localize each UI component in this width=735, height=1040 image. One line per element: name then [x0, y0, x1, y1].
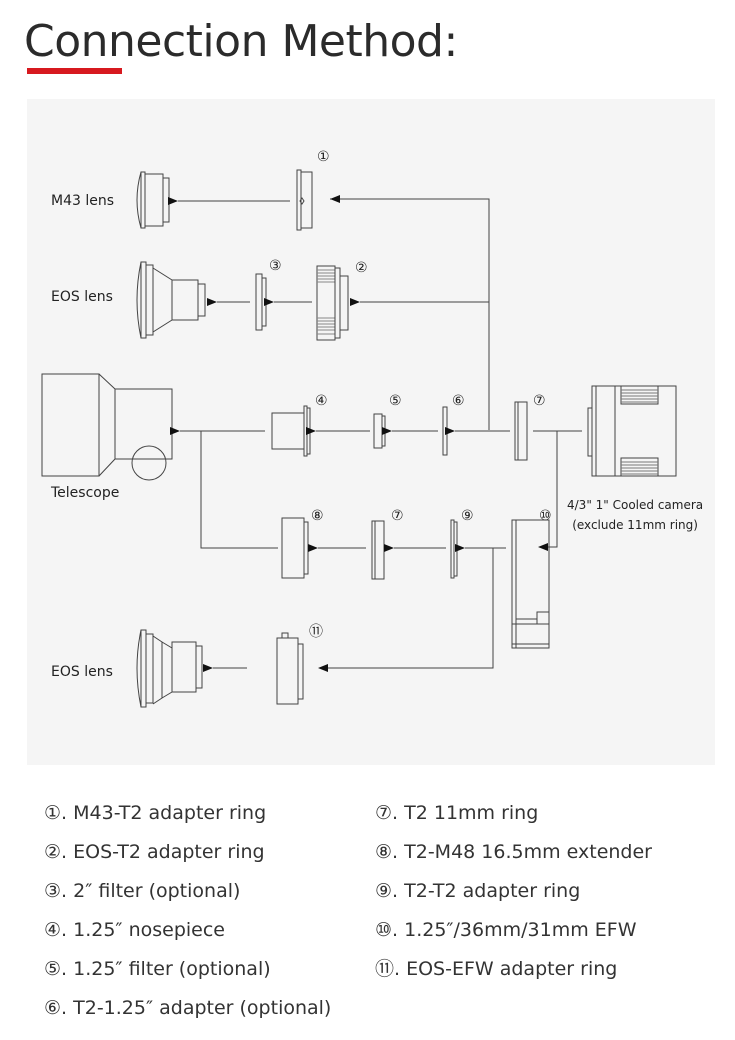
- title-underline: [27, 68, 122, 74]
- marker-5: ⑤: [389, 393, 402, 409]
- legend-text: . EOS-EFW adapter ring: [394, 958, 618, 980]
- label-eos-lens-bottom: EOS lens: [51, 664, 113, 680]
- legend-item: ⑥. T2-1.25″ adapter (optional): [44, 995, 331, 1034]
- marker-11: ⑪: [309, 624, 323, 640]
- legend-text: . T2-M48 16.5mm extender: [392, 841, 652, 863]
- m43-t2-adapter-drawing: [296, 169, 313, 231]
- cooled-camera-drawing: [587, 385, 677, 477]
- label-eos-lens-top: EOS lens: [51, 289, 113, 305]
- legend-marker: ⑧: [375, 841, 393, 863]
- filter-2in-drawing: [255, 273, 267, 331]
- legend-item: ⑦. T2 11mm ring: [375, 800, 652, 839]
- legend-item: ①. M43-T2 adapter ring: [44, 800, 331, 839]
- legend-item: ③. 2″ filter (optional): [44, 878, 331, 917]
- line-telescope-branch: [200, 431, 278, 549]
- label-camera-line2: (exclude 11mm ring): [572, 518, 698, 532]
- t2-125-adapter-drawing: [442, 406, 448, 456]
- eos-efw-adapter-drawing: [276, 632, 304, 705]
- line-efw-to-m11: [328, 548, 494, 669]
- m43-lens-drawing: [136, 171, 170, 229]
- label-camera: 4/3" 1" Cooled camera (exclude 11mm ring…: [567, 495, 703, 535]
- legend-text: . 1.25″ nosepiece: [61, 919, 225, 941]
- t2-11mm-ring-drawing-top: [514, 401, 528, 461]
- eos-lens-top-drawing: [136, 261, 206, 339]
- marker-2: ②: [355, 260, 368, 276]
- t2-t2-adapter-drawing: [450, 519, 458, 579]
- legend-marker: ⑪: [375, 958, 395, 980]
- legend-text: . EOS-T2 adapter ring: [61, 841, 265, 863]
- legend-marker: ⑥: [44, 997, 62, 1019]
- marker-7-top: ⑦: [533, 393, 546, 409]
- legend-marker: ⑨: [375, 880, 393, 902]
- label-m43-lens: M43 lens: [51, 193, 115, 209]
- legend-marker: ④: [44, 919, 62, 941]
- legend-marker: ⑩: [375, 919, 393, 941]
- legend-right: ⑦. T2 11mm ring ⑧. T2-M48 16.5mm extende…: [375, 800, 652, 995]
- legend-text: . M43-T2 adapter ring: [61, 802, 267, 824]
- page-title: Connection Method:: [24, 16, 458, 67]
- marker-4: ④: [315, 393, 328, 409]
- legend-text: . 1.25″ filter (optional): [61, 958, 271, 980]
- legend-item: ⑤. 1.25″ filter (optional): [44, 956, 331, 995]
- t2-11mm-ring-drawing-bottom: [371, 520, 385, 580]
- legend-item: ⑩. 1.25″/36mm/31mm EFW: [375, 917, 652, 956]
- legend-item: ⑪. EOS-EFW adapter ring: [375, 956, 652, 995]
- legend-text: . 2″ filter (optional): [61, 880, 241, 902]
- legend-text: . T2 11mm ring: [392, 802, 539, 824]
- efw-drawing: [511, 519, 550, 649]
- marker-6: ⑥: [452, 393, 465, 409]
- legend-marker: ①: [44, 802, 62, 824]
- legend-marker: ③: [44, 880, 62, 902]
- marker-1: ①: [317, 149, 330, 165]
- connection-diagram: M43 lens EOS lens Telescope EOS lens 4/3…: [27, 99, 715, 765]
- legend-item: ⑧. T2-M48 16.5mm extender: [375, 839, 652, 878]
- legend-item: ④. 1.25″ nosepiece: [44, 917, 331, 956]
- legend-item: ②. EOS-T2 adapter ring: [44, 839, 331, 878]
- legend-item: ⑨. T2-T2 adapter ring: [375, 878, 652, 917]
- t2-m48-extender-drawing: [281, 517, 309, 579]
- legend-marker: ⑤: [44, 958, 62, 980]
- legend-text: . T2-T2 adapter ring: [392, 880, 581, 902]
- legend-text: . T2-1.25″ adapter (optional): [61, 997, 332, 1019]
- legend-text: . 1.25″/36mm/31mm EFW: [392, 919, 637, 941]
- legend-marker: ⑦: [375, 802, 393, 824]
- legend-marker: ②: [44, 841, 62, 863]
- nosepiece-drawing: [271, 405, 311, 457]
- telescope-drawing: [41, 373, 173, 481]
- eos-t2-adapter-drawing: [316, 265, 349, 341]
- marker-7-bottom: ⑦: [391, 508, 404, 524]
- legend-left: ①. M43-T2 adapter ring ②. EOS-T2 adapter…: [44, 800, 331, 1034]
- arrow-trunk-to-m1: [330, 198, 490, 430]
- marker-10: ⑩: [539, 508, 552, 524]
- label-camera-line1: 4/3" 1" Cooled camera: [567, 498, 704, 512]
- marker-9: ⑨: [461, 508, 474, 524]
- line-camera-to-efw: [548, 431, 558, 548]
- label-telescope: Telescope: [51, 485, 120, 501]
- marker-8: ⑧: [311, 508, 324, 524]
- eos-lens-bottom-drawing: [136, 629, 203, 708]
- filter-125-drawing: [373, 413, 386, 449]
- marker-3: ③: [269, 258, 282, 274]
